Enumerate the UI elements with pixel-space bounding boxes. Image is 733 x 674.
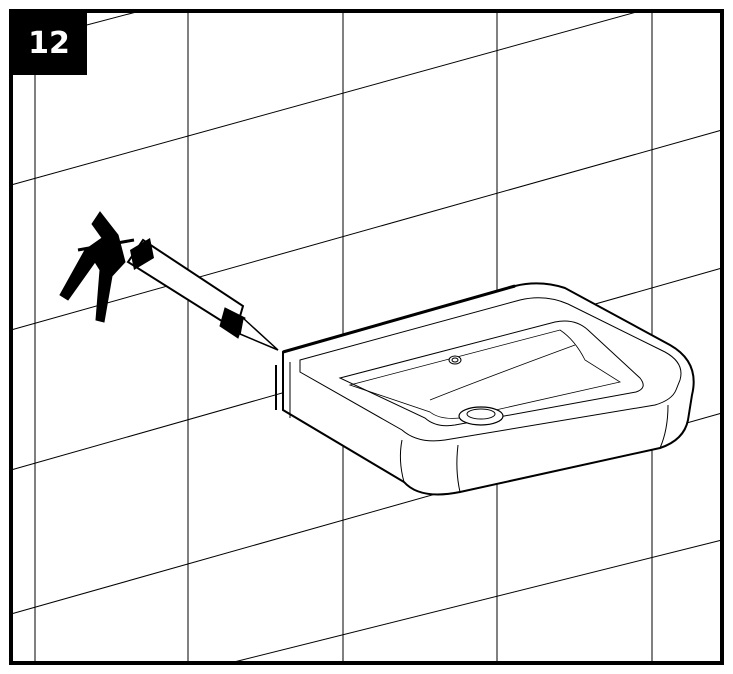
step-number: 12 xyxy=(28,25,70,61)
washbasin xyxy=(275,282,695,496)
caulking-gun xyxy=(59,211,279,351)
step-number-badge: 12 xyxy=(11,11,87,75)
panel-border xyxy=(9,9,724,665)
